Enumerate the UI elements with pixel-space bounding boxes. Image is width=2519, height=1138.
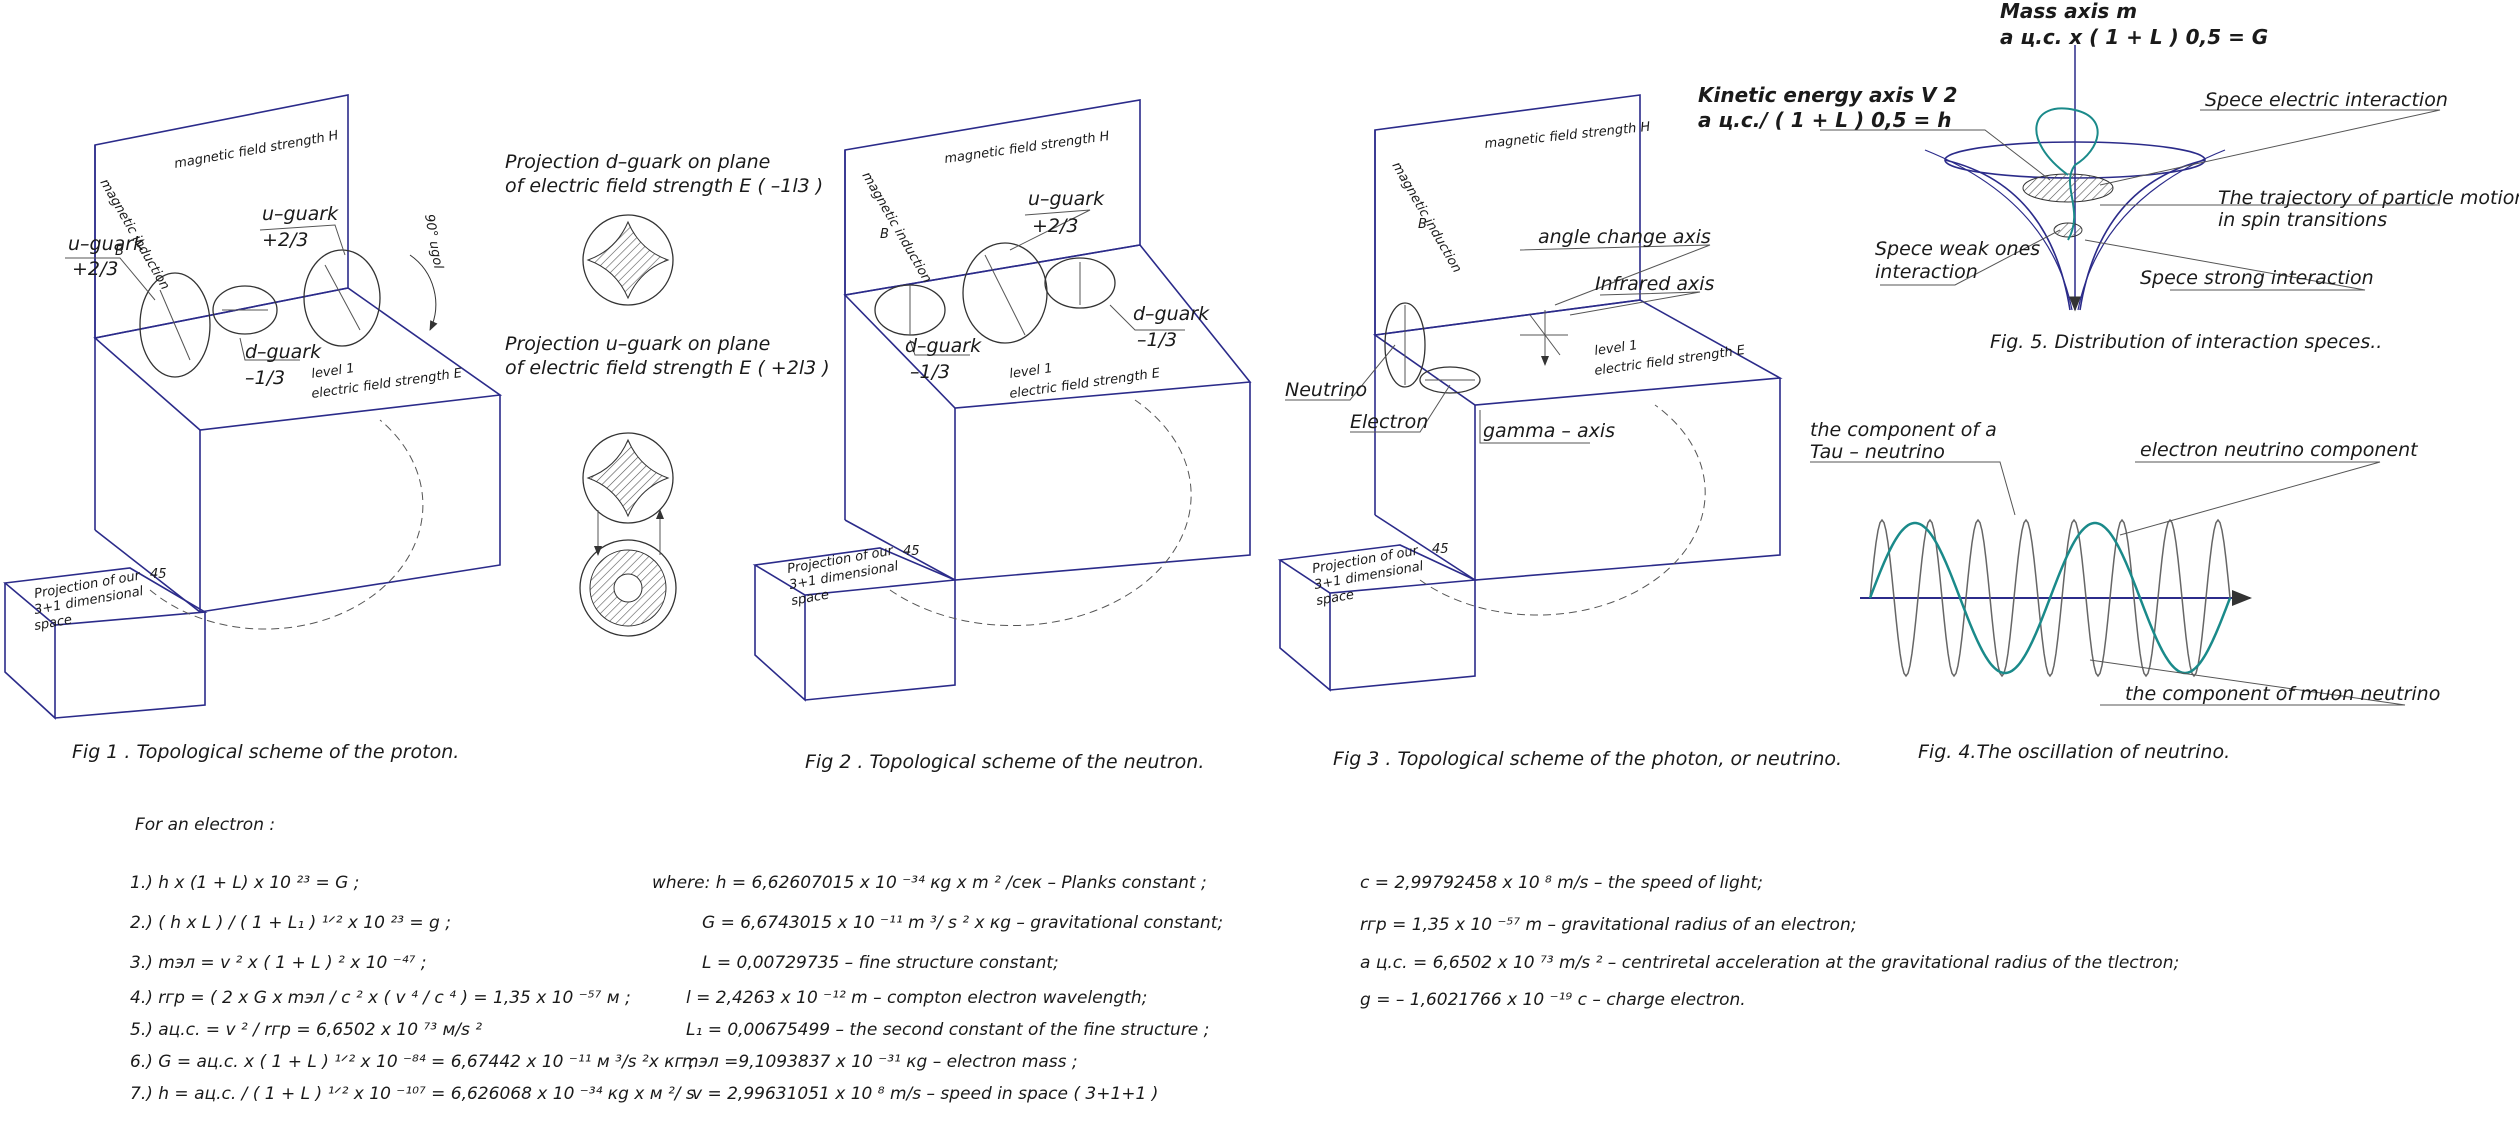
fig3-deg: 45 [1432,542,1449,557]
fig1-u-right-label: u–guark [262,203,339,225]
constant-c: c = 2,99792458 x 10 ⁸ m/s – the speed of… [1360,873,1763,893]
fig2-proj-line3: space [790,588,830,609]
fig2-b-symbol: B [880,227,889,242]
fig2-b-label: magnetic induction [859,170,935,286]
fig4-oscillation [1810,461,2406,706]
fig2-u-label: u–guark [1028,188,1105,210]
fig2-caption: Fig 2 . Topological scheme of the neutro… [805,751,1204,773]
fig1-caption: Fig 1 . Topological scheme of the proton… [72,741,459,763]
proj-u-line2: of electric field strength E ( +2l3 ) [505,357,830,379]
constant-h: where: h = 6,62607015 x 10 ⁻³⁴ кg x m ² … [652,873,1207,893]
equation-6: 6.) G = aц.с. x ( 1 + L ) ¹ᐟ² x 10 ⁻⁸⁴ =… [130,1052,695,1072]
fig4-electron-nu-label: electron neutrino component [2140,439,2419,461]
fig2-d-left-charge: –1/3 [910,361,950,383]
fig4-tau-line1: the component of a [1810,419,1997,441]
proj-u-line1: Projection u–guark on plane [505,333,770,355]
tau-neutrino-wave [1869,518,2231,678]
fig5-trajectory-line1: The trajectory of particle motion [2218,187,2519,209]
fig1-u-right-charge: +2/3 [262,229,309,251]
constant-l1: L₁ = 0,00675499 – the second constant of… [686,1020,1210,1040]
equation-7: 7.) h = aц.с. / ( 1 + L ) ¹ᐟ² x 10 ⁻¹⁰⁷ … [130,1084,695,1104]
equations-intro: For an electron : [135,815,276,835]
fig2-deg: 45 [903,544,920,559]
fig2-h-label: magnetic field strength H [943,129,1110,167]
fig2-neutron-scheme [752,99,1252,702]
fig1-d-label: d–guark [245,341,322,363]
fig1-proton-scheme [3,94,503,720]
fig5-caption: Fig. 5. Distribution of interaction spec… [1990,331,2382,353]
fig3-level-label: level 1 [1593,338,1638,359]
fig1-angle-label: 90° ugol [421,213,445,270]
fig3-b-symbol: B [1418,217,1427,232]
proj-d-line1: Projection d–guark on plane [505,151,770,173]
fig2-d-left-label: d–guark [905,335,982,357]
electron-neutrino-wave [1868,521,2232,675]
fig3-electron: Electron [1350,411,1428,433]
fig3-h-label: magnetic field strength H [1484,120,1651,152]
quark-projections [579,214,677,637]
equation-5: 5.) aц.с. = v ² / rгр = 6,6502 x 10 ⁷³ м… [130,1020,483,1040]
fig1-proj-line3: space [33,613,73,634]
equation-1: 1.) h x (1 + L) x 10 ²³ = G ; [130,873,360,893]
fig5-interaction-funnel [1820,45,2441,312]
fig1-b-symbol: B [115,244,124,259]
fig2-u-charge: +2/3 [1032,215,1079,237]
fig1-deg: 45 [150,567,167,582]
fig1-h-label: magnetic field strength H [173,128,340,172]
fig5-kinetic-axis: Kinetic energy axis V 2 [1698,83,1957,107]
equation-3: 3.) mэл = v ² x ( 1 + L ) ² x 10 ⁻⁴⁷ ; [130,953,427,973]
fig5-strong-label: Spece strong interaction [2140,267,2374,289]
fig2-level-label: level 1 [1008,361,1053,382]
fig2-d-right-charge: –1/3 [1137,329,1177,351]
fig3-neutrino: Neutrino [1285,379,1367,401]
constant-rgr: rгр = 1,35 x 10 ⁻⁵⁷ m – gravitational ra… [1360,915,1857,935]
fig4-caption: Fig. 4.The oscillation of neutrino. [1918,741,2230,763]
equation-4: 4.) rгр = ( 2 x G x mэл / c ² x ( v ⁴ / … [130,988,631,1008]
fig3-caption: Fig 3 . Topological scheme of the photon… [1333,748,1842,770]
fig5-mass-axis: Mass axis m [2000,0,2137,23]
constant-acs: a ц.с. = 6,6502 x 10 ⁷³ m/s ² – centrire… [1360,953,2180,973]
fig1-u-left-label: u–guark [68,233,145,255]
fig5-trajectory-line2: in spin transitions [2218,209,2387,231]
fig5-mass-formula: a ц.с. x ( 1 + L ) 0,5 = G [2000,25,2268,49]
fig5-electric-label: Spece electric interaction [2205,89,2448,111]
constant-compton: l = 2,4263 x 10 ⁻¹² m – compton electron… [686,988,1148,1008]
constant-mass: mэл =9,1093837 x 10 ⁻³¹ кg – electron ma… [682,1052,1078,1072]
constant-v: v = 2,99631051 x 10 ⁸ m/s – speed in spa… [692,1084,1159,1104]
fig3-gamma-axis: gamma – axis [1483,420,1615,442]
constant-charge: g = – 1,6021766 x 10 ⁻¹⁹ c – charge elec… [1360,990,1746,1010]
fig1-d-charge: –1/3 [245,367,285,389]
fig5-weak-line1: Spece weak ones [1875,238,2040,260]
fig3-proj-line3: space [1315,588,1355,609]
equation-2: 2.) ( h x L ) / ( 1 + L₁ ) ¹ᐟ² x 10 ²³ =… [130,913,451,933]
fig5-weak-line2: interaction [1875,261,1978,283]
fig4-tau-line2: Tau – neutrino [1810,441,1945,463]
fig1-level-label: level 1 [310,361,355,382]
proj-d-line2: of electric field strength E ( –1l3 ) [505,175,823,197]
fig2-d-right-label: d–guark [1133,303,1210,325]
fig3-photon-scheme [1277,94,1783,692]
fig1-u-left-charge: +2/3 [72,258,119,280]
fig3-angle-axis: angle change axis [1538,226,1711,248]
constant-l: L = 0,00729735 – fine structure constant… [702,953,1059,973]
fig5-kinetic-formula: a ц.с./ ( 1 + L ) 0,5 = h [1698,108,1951,132]
constant-g: G = 6,6743015 x 10 ⁻¹¹ m ³/ s ² x кg – g… [702,913,1224,933]
fig3-infrared-axis: Infrared axis [1595,273,1715,295]
fig4-muon-nu-label: the component of muon neutrino [2125,683,2440,705]
